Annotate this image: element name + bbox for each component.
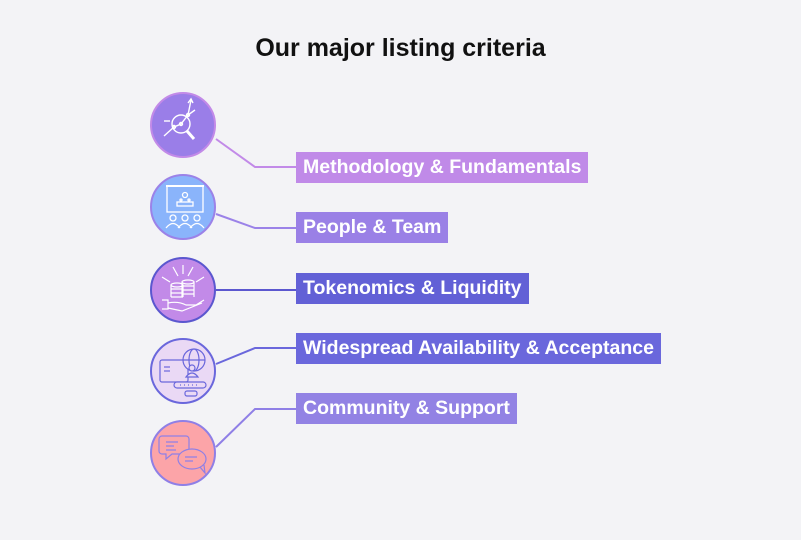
analysis-magnifier-icon <box>163 97 196 140</box>
criterion-circle-people <box>150 174 216 240</box>
presentation-audience-icon <box>165 185 205 229</box>
connector-2 <box>215 213 296 229</box>
criterion-label-tokenomics: Tokenomics & Liquidity <box>296 273 529 304</box>
criterion-label-methodology: Methodology & Fundamentals <box>296 152 589 183</box>
chat-bubbles-icon <box>158 435 207 475</box>
criterion-circle-tokenomics <box>150 257 216 323</box>
criterion-circle-community <box>150 420 216 486</box>
page-title: Our major listing criteria <box>255 34 546 62</box>
connector-5 <box>215 408 296 448</box>
coins-hand-icon <box>161 265 205 312</box>
criterion-label-people: People & Team <box>296 212 449 243</box>
connector-1 <box>215 138 296 168</box>
criterion-label-availability: Widespread Availability & Acceptance <box>296 333 661 364</box>
criterion-label-community: Community & Support <box>296 393 517 424</box>
global-login-card-icon <box>159 348 207 397</box>
connector-4 <box>215 347 296 365</box>
criterion-circle-availability <box>150 338 216 404</box>
criterion-circle-methodology <box>150 92 216 158</box>
